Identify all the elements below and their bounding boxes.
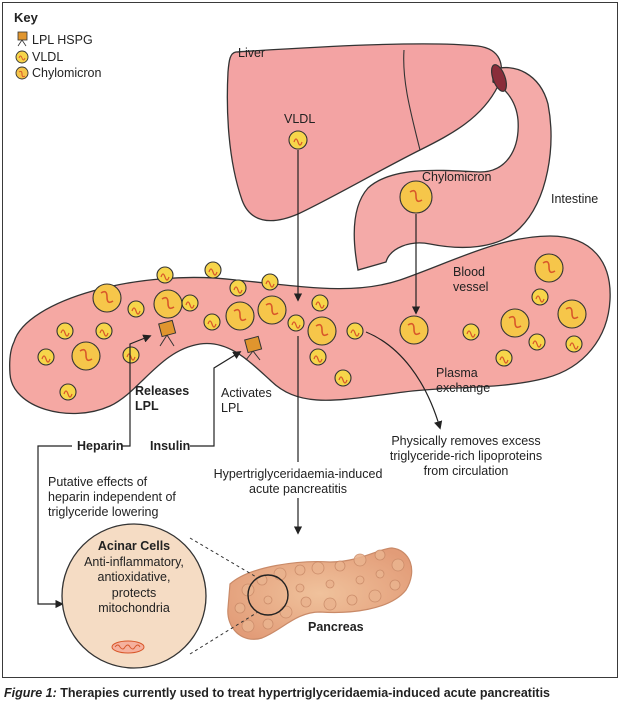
activates-lpl-label-2: LPL: [221, 401, 244, 415]
vldl-swirls: [41, 138, 579, 398]
insulin-label: Insulin: [150, 439, 191, 453]
vldl-particle: [495, 349, 513, 367]
acinar-cells-text: Acinar Cells Anti-inflammatory, antioxid…: [64, 539, 204, 617]
vldl-particle: [309, 348, 327, 366]
pancreas: [227, 547, 413, 640]
chylomicron-label: Chylomicron: [422, 170, 492, 184]
vldl-particle: [528, 333, 546, 351]
arrows: [37, 150, 443, 609]
vldl-particle: [311, 294, 329, 312]
insulin-arrow: [190, 351, 242, 447]
vldl-particle: [346, 322, 364, 340]
acinar-effect-line: mitochondria: [98, 601, 170, 615]
htg-ap-line: acute pancreatitis: [249, 482, 347, 496]
acinar-effect-line: protects: [111, 585, 157, 600]
heparin-effects-arrow: [37, 445, 72, 609]
blood-vessel-label-2: vessel: [453, 280, 489, 294]
heparin-effects-label: Putative effects of heparin independent …: [48, 475, 218, 520]
key-item-vldl: VLDL: [32, 50, 63, 64]
vldl-particle: [204, 261, 222, 279]
releases-lpl-label-1: Releases: [135, 384, 190, 398]
zoom-lines: [189, 537, 259, 655]
chylomicron-particles: [71, 180, 587, 371]
figure-caption: Figure 1: Therapies currently used to tr…: [4, 686, 550, 700]
lpl-hspg-icon: [17, 31, 28, 41]
vldl-particle: [229, 279, 247, 297]
vldl-particle: [127, 300, 145, 318]
lpl-hspg-marker: [158, 319, 177, 338]
heparin-arrow: [122, 334, 152, 447]
intestine-label: Intestine: [551, 192, 599, 206]
intestine: [353, 66, 552, 271]
activates-lpl-label-1: Activates: [221, 386, 272, 400]
plasma-exchange-label-1: Plasma: [436, 366, 478, 380]
plasma-exchange-effect: Physically removes excess triglyceride-r…: [376, 434, 556, 479]
key-item-chylomicron: Chylomicron: [32, 66, 101, 80]
caption-text: Therapies currently used to treat hypert…: [56, 686, 551, 700]
releases-lpl-label-2: LPL: [135, 399, 159, 413]
liver: [226, 43, 502, 222]
chylomicron-swirls: [79, 189, 579, 362]
vldl-particles: [37, 130, 583, 401]
vldl-particle: [181, 294, 199, 312]
vldl-particle: [203, 313, 221, 331]
heparin-effects-line: triglyceride lowering: [48, 505, 159, 519]
key-label: Chylomicron: [32, 66, 102, 80]
acinar-cells-circle: [61, 523, 207, 669]
liver-label: Liver: [238, 46, 266, 60]
lpl-hspg-marker: [244, 335, 263, 354]
plasma-exchange-effect-line: triglyceride-rich lipoproteins: [389, 449, 543, 463]
vldl-particle: [565, 335, 583, 353]
mitochondrion-icon: [111, 640, 145, 654]
liver-lobe-line: [403, 49, 421, 151]
key-symbols: [15, 31, 29, 80]
vldl-particle: [156, 266, 174, 284]
pancreas-label: Pancreas: [308, 620, 364, 634]
plasma-exchange-arrow: [365, 331, 443, 430]
vldl-particle: [334, 369, 352, 387]
vldl-particle: [288, 130, 308, 150]
vldl-label: VLDL: [284, 112, 316, 126]
vldl-particle: [122, 346, 140, 364]
vldl-particle: [56, 322, 74, 340]
acinar-effect-line: antioxidative,: [97, 570, 171, 584]
heparin-effects-line: heparin independent of: [48, 490, 176, 504]
vldl-particle: [462, 323, 480, 341]
vldl-particle: [287, 314, 305, 332]
key-title: Key: [14, 10, 38, 25]
caption-figure-number: Figure 1:: [4, 686, 57, 700]
lpl-hspg-markers: [158, 319, 263, 361]
vldl-particle: [59, 383, 77, 401]
vldl-particle: [531, 288, 549, 306]
key-item-lpl-hspg: LPL HSPG: [32, 33, 93, 47]
plasma-exchange-label-2: exchange: [436, 381, 491, 395]
vldl-particle: [261, 273, 279, 291]
blood-vessel-label-1: Blood: [453, 265, 485, 279]
pancreas-zoom-circle: [247, 574, 289, 616]
heparin-effects-line: Putative effects of: [48, 475, 148, 489]
plasma-exchange-effect-line: from circulation: [423, 464, 509, 478]
vldl-particle: [37, 348, 55, 366]
acinar-title: Acinar Cells: [97, 539, 171, 553]
intestine-lumen: [491, 64, 507, 92]
plasma-exchange-effect-line: Physically removes excess: [391, 434, 541, 448]
htg-ap-line: Hypertriglyceridaemia-induced: [213, 467, 383, 481]
htg-ap-label: Hypertriglyceridaemia-induced acute panc…: [200, 467, 396, 497]
acinar-effect-line: Anti-inflammatory,: [84, 554, 184, 569]
vldl-particle: [95, 322, 113, 340]
key-label: LPL HSPG: [32, 33, 93, 47]
key-label: VLDL: [32, 50, 64, 64]
heparin-label: Heparin: [77, 439, 124, 453]
